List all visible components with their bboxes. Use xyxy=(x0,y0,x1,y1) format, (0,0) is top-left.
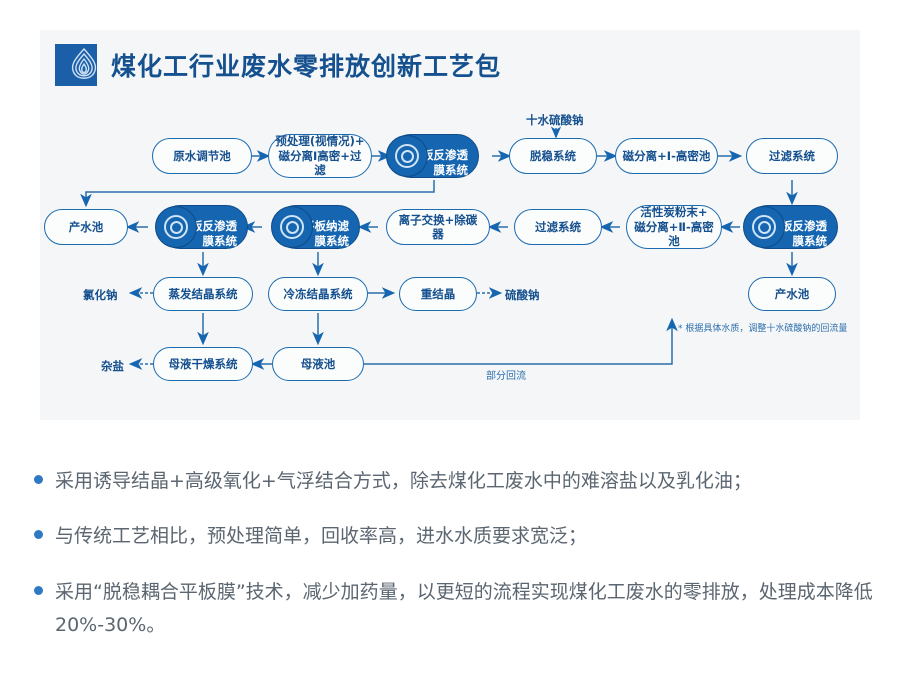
label-sodium-sulfate: 硫酸钠 xyxy=(505,288,540,302)
logo-arcs xyxy=(71,47,97,79)
membrane-disc-icon xyxy=(155,206,197,248)
diagram-footnote: * 根据具体水质，调整十水硫酸钠的回流量 xyxy=(678,324,848,334)
list-item: 与传统工艺相比，预处理简单，回收率高，进水水质要求宽泛； xyxy=(34,520,874,553)
bullet-text: 与传统工艺相比，预处理简单，回收率高，进水水质要求宽泛； xyxy=(55,525,588,548)
flow-node-nf-membrane[interactable]: 平板纳滤 膜系统 xyxy=(271,205,360,249)
bullet-list: 采用诱导结晶+高级氧化+气浮结合方式，除去煤化工废水中的难溶盐以及乳化油； 与传… xyxy=(34,465,874,664)
flow-node-filtration-2[interactable]: 过滤系统 xyxy=(514,209,602,245)
page-title: 煤化工行业废水零排放创新工艺包 xyxy=(111,52,502,81)
flow-node-raw-water-tank[interactable]: 原水调节池 xyxy=(152,138,252,174)
flow-node-ion-exchange-decarbonator[interactable]: 离子交换+除碳器 xyxy=(386,209,490,245)
list-item: 采用诱导结晶+高级氧化+气浮结合方式，除去煤化工废水中的难溶盐以及乳化油； xyxy=(34,465,874,498)
label-partial-reflux: 部分回流 xyxy=(486,371,526,382)
flow-node-ro-membrane-2[interactable]: 平板反渗透 膜系统 xyxy=(155,205,248,249)
list-item: 采用“脱稳耦合平板膜”技术，减少加药量，以更短的流程实现煤化工废水的零排放，处理… xyxy=(34,576,874,643)
flow-node-ro-membrane-1[interactable]: 平板反渗透 膜系统 xyxy=(386,134,479,178)
flow-node-recrystallization[interactable]: 重结晶 xyxy=(399,277,477,311)
label-sodium-chloride: 氯化钠 xyxy=(83,288,118,302)
water-drop-logo-icon xyxy=(55,44,97,86)
flow-node-freeze-crystallizer[interactable]: 冷冻结晶系统 xyxy=(268,277,368,311)
flow-node-product-water-tank-1[interactable]: 产水池 xyxy=(44,209,128,245)
flow-node-mother-liquor-tank[interactable]: 母液池 xyxy=(272,347,364,381)
page-header: 煤化工行业废水零排放创新工艺包 xyxy=(55,44,501,86)
membrane-disc-icon xyxy=(743,206,785,248)
flow-node-pretreatment[interactable]: 预处理(视情况)+ 磁分离Ⅰ高密+过滤 xyxy=(268,134,372,178)
flow-node-destabilization[interactable]: 脱稳系统 xyxy=(509,138,597,174)
bullet-dot-icon xyxy=(34,585,43,595)
membrane-disc-icon xyxy=(271,206,313,248)
flow-node-evaporative-crystallizer[interactable]: 蒸发结晶系统 xyxy=(153,277,253,311)
label-mixed-salt: 杂盐 xyxy=(101,359,124,373)
flow-node-activated-carbon-magnetic-sep-2[interactable]: 活性炭粉末+ 磁分离+Ⅱ-高密池 xyxy=(626,205,722,249)
membrane-disc-icon xyxy=(386,135,428,177)
bullet-text: 采用诱导结晶+高级氧化+气浮结合方式，除去煤化工废水中的难溶盐以及乳化油； xyxy=(55,470,752,492)
flow-node-mother-liquor-dryer[interactable]: 母液干燥系统 xyxy=(153,347,253,381)
label-sodium-sulfate-decahydrate: 十水硫酸钠 xyxy=(526,113,584,127)
flow-node-magnetic-sep-1[interactable]: 磁分离+Ⅰ-高密池 xyxy=(615,138,718,174)
flow-node-product-water-tank-2[interactable]: 产水池 xyxy=(748,277,836,311)
bullet-dot-icon xyxy=(34,475,43,484)
bullet-text: 采用“脱稳耦合平板膜”技术，减少加药量，以更短的流程实现煤化工废水的零排放，处理… xyxy=(55,580,873,636)
bullet-dot-icon xyxy=(34,530,43,540)
flow-node-ro-membrane-3[interactable]: 平板反渗透 膜系统 xyxy=(743,205,838,249)
flow-node-filtration-1[interactable]: 过滤系统 xyxy=(746,138,838,174)
